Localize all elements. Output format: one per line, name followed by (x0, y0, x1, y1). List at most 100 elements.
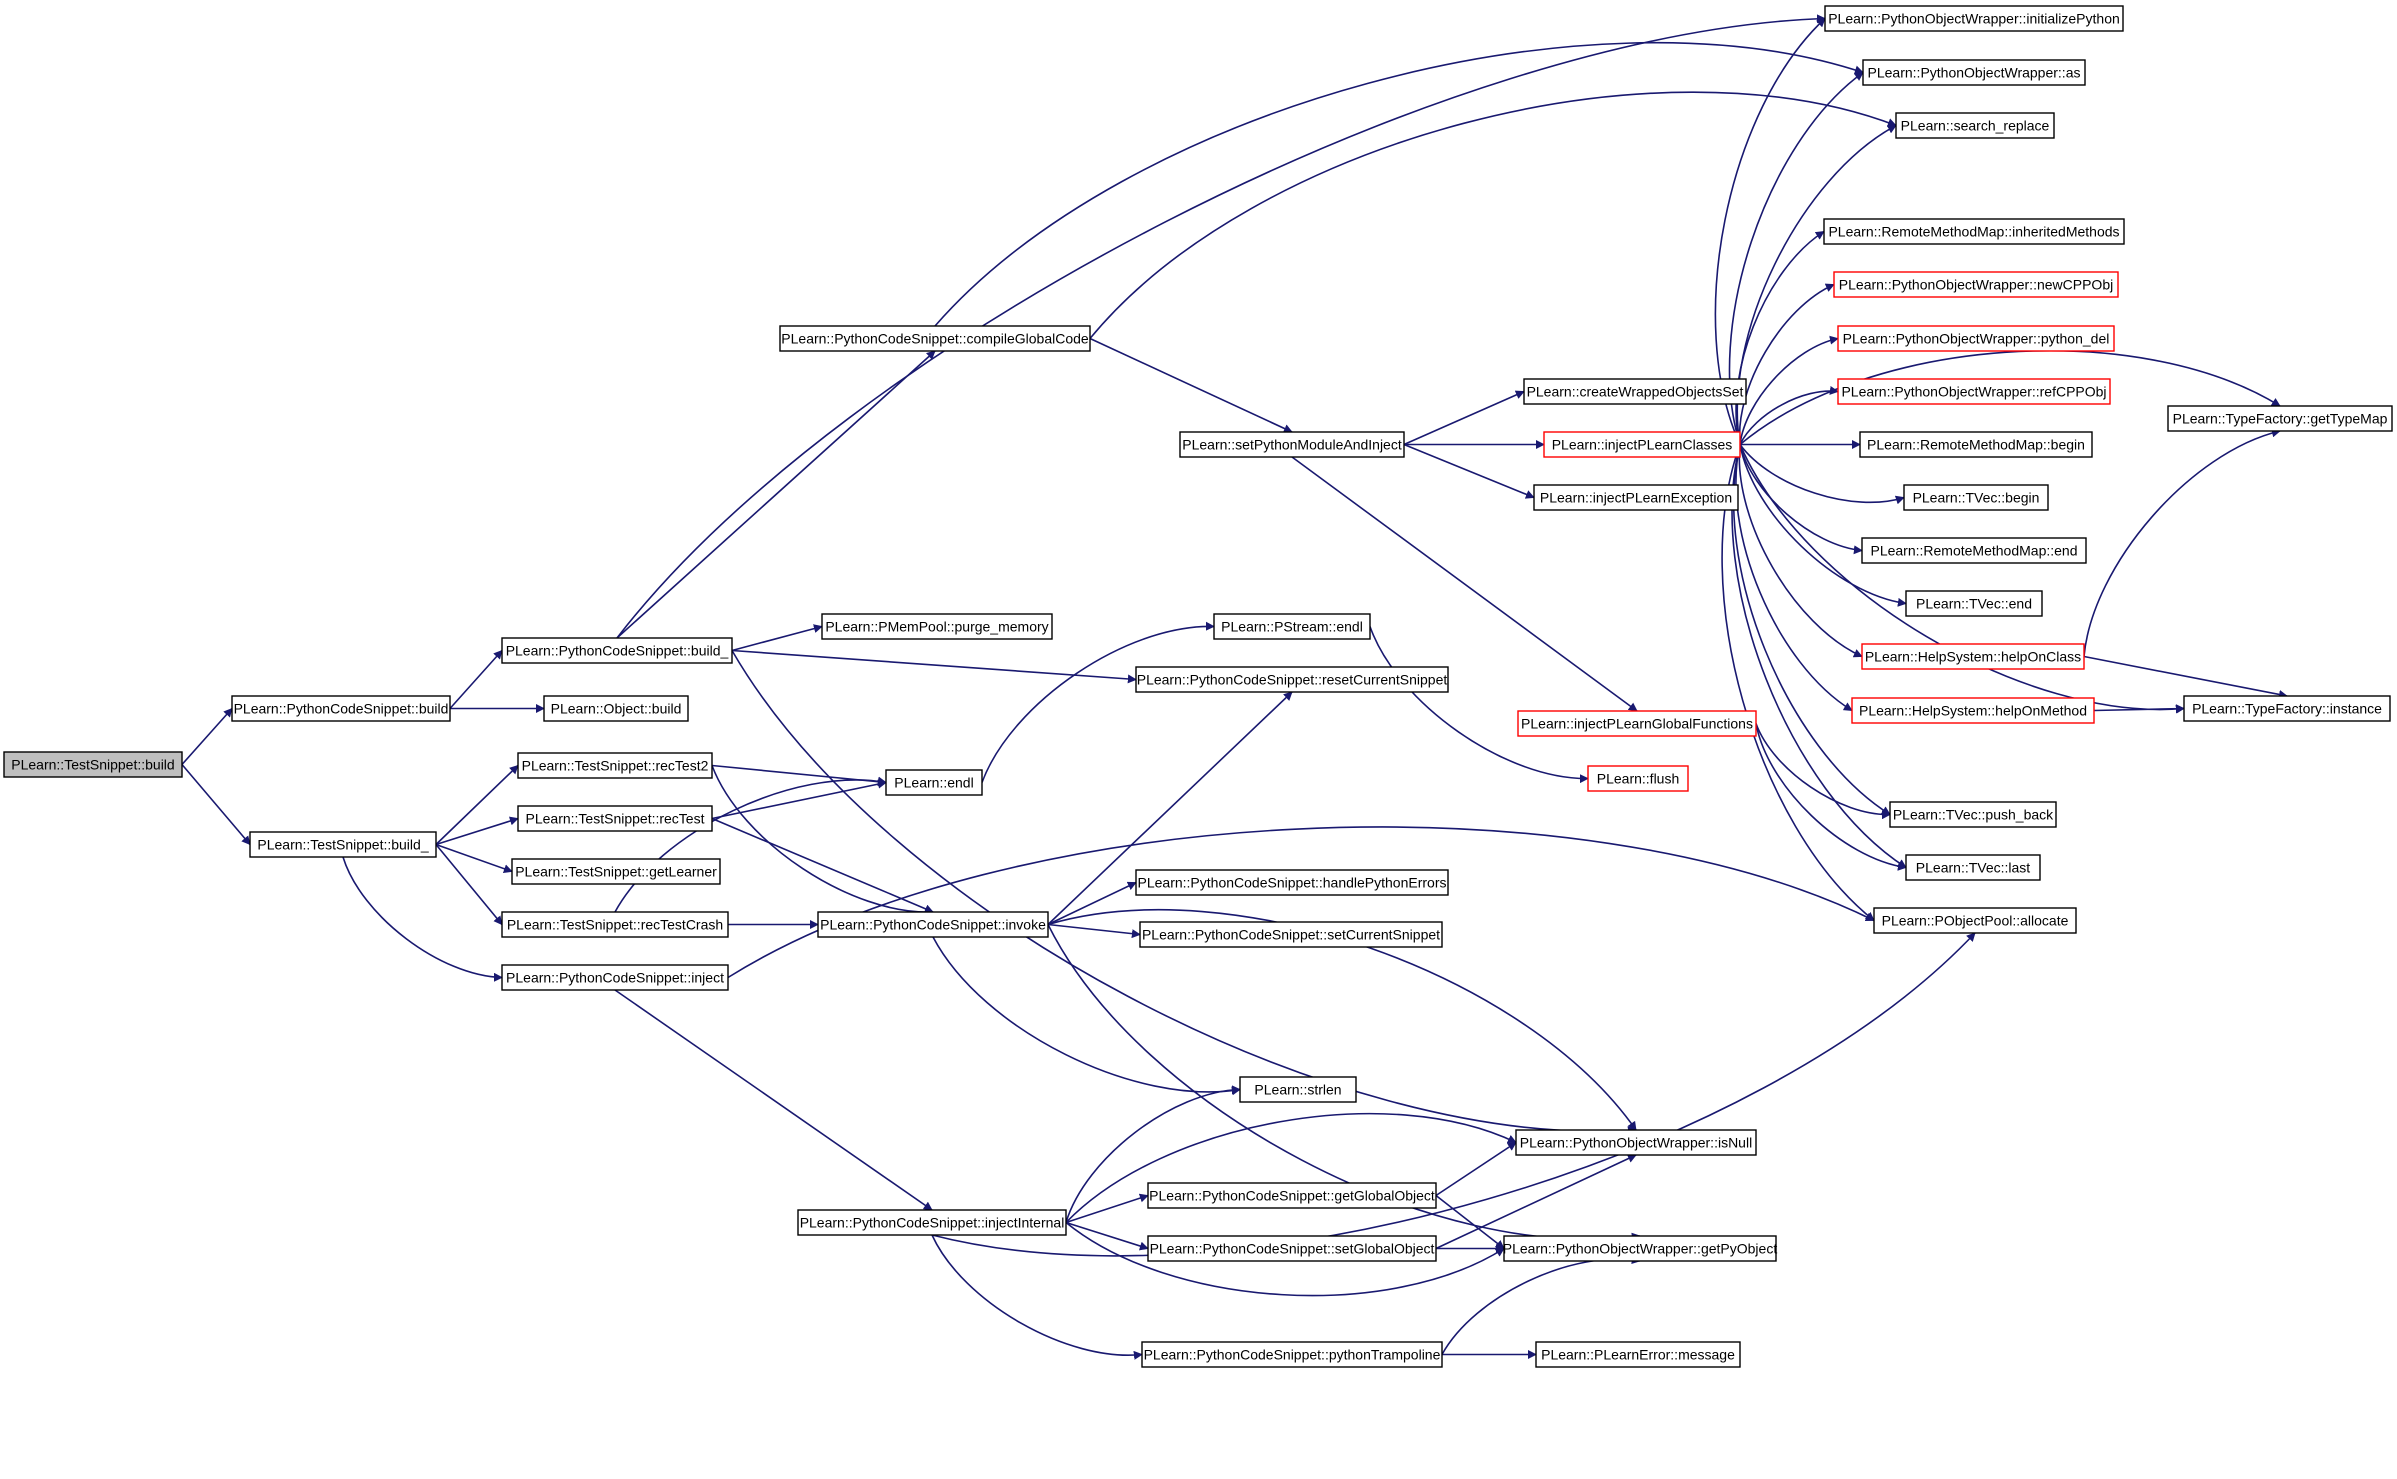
graph-node[interactable]: PLearn::PythonCodeSnippet::compileGlobal… (779, 325, 1091, 352)
node-label: PLearn::TVec::begin (1913, 490, 2040, 506)
edge-n45-n46 (1065, 1193, 1149, 1224)
graph-node[interactable]: PLearn::TestSnippet::recTestCrash (501, 911, 729, 938)
graph-node[interactable]: PLearn::HelpSystem::helpOnMethod (1851, 697, 2095, 724)
graph-node[interactable]: PLearn::search_replace (1895, 112, 2055, 139)
graph-node[interactable]: PLearn::flush (1587, 765, 1689, 792)
edge-n3-n8 (731, 649, 1137, 684)
graph-node[interactable]: PLearn::PythonCodeSnippet::setCurrentSni… (1139, 921, 1443, 948)
graph-node[interactable]: PLearn::TestSnippet::getLearner (511, 858, 721, 885)
graph-node[interactable]: PLearn::PObjectPool::allocate (1873, 907, 2077, 934)
edge-n14-n23 (1739, 444, 1863, 555)
edge-n3-n6 (616, 350, 936, 639)
edge-n2-n36 (342, 856, 503, 982)
edge-n14-n18 (1738, 283, 1835, 445)
node-box (1903, 484, 2049, 511)
node-label: PLearn::TVec::end (1916, 596, 2032, 612)
graph-node[interactable]: PLearn::TestSnippet::recTest (517, 805, 713, 832)
graph-node[interactable]: PLearn::PythonObjectWrapper::as (1862, 59, 2086, 86)
graph-node[interactable]: PLearn::injectPLearnException (1533, 484, 1739, 511)
edge-n14-n22 (1739, 444, 1905, 505)
node-label: PLearn::createWrappedObjectsSet (1527, 384, 1744, 400)
graph-node[interactable]: PLearn::injectPLearnGlobalFunctions (1517, 710, 1757, 737)
graph-node[interactable]: PLearn::PLearnError::message (1535, 1341, 1741, 1368)
graph-node[interactable]: PLearn::PythonObjectWrapper::initializeP… (1824, 5, 2124, 32)
edge-n14-n25 (1738, 444, 1863, 658)
node-box (249, 831, 437, 858)
edge-n40-n9 (1047, 908, 1637, 1131)
node-label: PLearn::TestSnippet::recTestCrash (507, 917, 723, 933)
graph-node[interactable]: PLearn::PythonCodeSnippet::pythonTrampol… (1141, 1341, 1443, 1368)
edge-n2-n33 (435, 816, 519, 846)
graph-node[interactable]: PLearn::RemoteMethodMap::end (1861, 537, 2087, 564)
edge-n37-n38 (981, 621, 1215, 783)
graph-node[interactable]: PLearn::RemoteMethodMap::inheritedMethod… (1823, 218, 2125, 245)
graph-node[interactable]: PLearn::PStream::endl (1213, 613, 1371, 640)
node-box (1837, 325, 2115, 352)
graph-node[interactable]: PLearn::PMemPool::purge_memory (821, 613, 1053, 640)
node-label: PLearn::endl (894, 775, 973, 791)
node-label: PLearn::PythonCodeSnippet::setGlobalObje… (1150, 1241, 1435, 1257)
node-box (1515, 1129, 1757, 1156)
node-label: PLearn::HelpSystem::helpOnMethod (1859, 703, 2087, 719)
graph-node[interactable]: PLearn::setPythonModuleAndInject (1179, 431, 1405, 458)
graph-node[interactable]: PLearn::PythonCodeSnippet::handlePythonE… (1135, 869, 1449, 896)
graph-node[interactable]: PLearn::TVec::last (1905, 854, 2041, 881)
graph-node[interactable]: PLearn::PythonObjectWrapper::isNull (1515, 1129, 1757, 1156)
node-box (2183, 695, 2391, 722)
graph-node[interactable]: PLearn::TestSnippet::recTest2 (517, 752, 713, 779)
graph-node[interactable]: PLearn::HelpSystem::helpOnClass (1861, 643, 2085, 670)
graph-node[interactable]: PLearn::PythonCodeSnippet::inject (501, 964, 729, 991)
node-label: PLearn::PythonCodeSnippet::setCurrentSni… (1142, 927, 1440, 943)
edge-n0-n1 (181, 707, 233, 766)
node-box (1179, 431, 1405, 458)
graph-node[interactable]: PLearn::TVec::begin (1903, 484, 2049, 511)
edge-n2-n35 (435, 843, 503, 926)
node-label: PLearn::TestSnippet::recTest2 (522, 758, 709, 774)
graph-node[interactable]: PLearn::TypeFactory::instance (2183, 695, 2391, 722)
graph-node: PLearn::TestSnippet::build (3, 751, 183, 778)
graph-node[interactable]: PLearn::PythonCodeSnippet::build_ (501, 637, 733, 664)
edge-n25-n31 (2083, 655, 2288, 699)
graph-node[interactable]: PLearn::PythonObjectWrapper::newCPPObj (1833, 271, 2119, 298)
node-label: PLearn::PythonCodeSnippet::compileGlobal… (781, 331, 1089, 347)
graph-node[interactable]: PLearn::PythonObjectWrapper::python_del (1837, 325, 2115, 352)
edge-n36-n45 (614, 989, 933, 1211)
graph-node[interactable]: PLearn::PythonCodeSnippet::invoke (817, 911, 1049, 938)
edge-n45-n29 (931, 932, 1976, 1257)
edge-n45-n43 (1065, 1085, 1241, 1223)
graph-node[interactable]: PLearn::Object::build (543, 695, 689, 722)
node-box (543, 695, 689, 722)
graph-node[interactable]: PLearn::PythonCodeSnippet::build (231, 695, 451, 722)
graph-node[interactable]: PLearn::PythonCodeSnippet::resetCurrentS… (1135, 666, 1449, 693)
graph-node[interactable]: PLearn::strlen (1239, 1076, 1357, 1103)
graph-node[interactable]: PLearn::PythonObjectWrapper::getPyObject (1503, 1235, 1778, 1262)
graph-node[interactable]: PLearn::PythonCodeSnippet::setGlobalObje… (1147, 1235, 1437, 1262)
node-box (797, 1209, 1067, 1236)
edge-n26-n31 (2093, 704, 2185, 714)
graph-node[interactable]: PLearn::endl (885, 769, 983, 796)
graph-node[interactable]: PLearn::TypeFactory::getTypeMap (2167, 405, 2393, 432)
graph-node[interactable]: PLearn::TVec::end (1905, 590, 2043, 617)
graph-node[interactable]: PLearn::injectPLearnClasses (1543, 431, 1741, 458)
edge-n12-n16 (1291, 456, 1638, 712)
node-box (1213, 613, 1371, 640)
graph-node[interactable]: PLearn::PythonCodeSnippet::getGlobalObje… (1147, 1182, 1437, 1209)
node-box (1503, 1235, 1777, 1262)
edge-n14-n31 (1739, 444, 2185, 714)
graph-node[interactable]: PLearn::createWrappedObjectsSet (1523, 378, 1747, 405)
edge-n45-n48 (931, 1234, 1143, 1360)
graph-node[interactable]: PLearn::RemoteMethodMap::begin (1859, 431, 2093, 458)
node-box (885, 769, 983, 796)
node-label: PLearn::TestSnippet::build (11, 757, 174, 773)
edge-n2-n32 (435, 764, 519, 846)
edge-n14-n19 (1739, 335, 1839, 445)
node-box (1135, 666, 1449, 693)
edge-n14-n29 (1721, 444, 1875, 922)
node-box (2167, 405, 2393, 432)
graph-node[interactable]: PLearn::TVec::push_back (1889, 801, 2057, 828)
graph-node[interactable]: PLearn::TestSnippet::build_ (249, 831, 437, 858)
node-label: PLearn::TestSnippet::getLearner (515, 864, 717, 880)
graph-node[interactable]: PLearn::PythonObjectWrapper::refCPPObj (1837, 378, 2111, 405)
graph-node[interactable]: PLearn::PythonCodeSnippet::injectInterna… (797, 1209, 1067, 1236)
